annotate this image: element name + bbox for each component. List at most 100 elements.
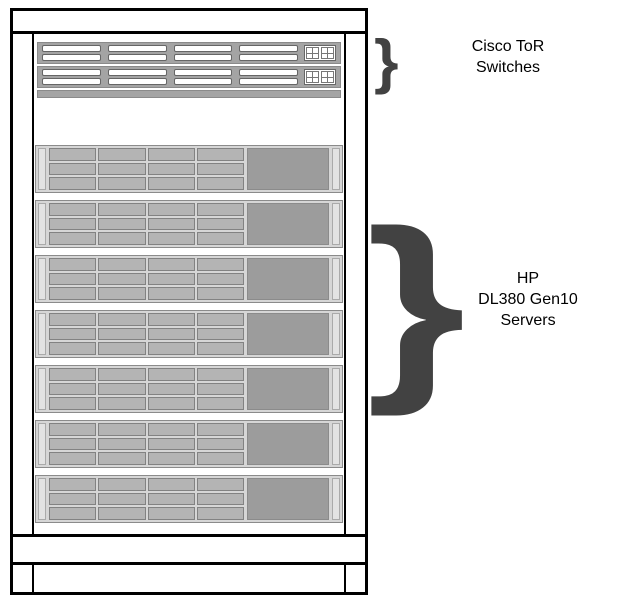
drive-bay-grid bbox=[49, 368, 244, 410]
drive-bay bbox=[196, 217, 244, 231]
switches-label-line1: Cisco ToR bbox=[471, 38, 545, 55]
drive-bay bbox=[147, 452, 195, 465]
switch-port bbox=[173, 69, 233, 76]
drive-bay bbox=[196, 313, 244, 326]
switch-port bbox=[42, 45, 101, 52]
drive-bay bbox=[196, 342, 244, 355]
drive-bay bbox=[49, 437, 97, 451]
drive-bay-grid bbox=[49, 313, 244, 355]
drive-bay bbox=[196, 478, 244, 491]
drive-bay-grid bbox=[49, 258, 244, 300]
rack-base-panel bbox=[13, 562, 365, 565]
server-ear-right bbox=[332, 258, 340, 300]
server-dl380 bbox=[35, 255, 343, 303]
rack-foot-right bbox=[344, 565, 346, 592]
drive-bay bbox=[147, 368, 195, 381]
switch-port bbox=[107, 54, 167, 61]
rack-rail-right bbox=[344, 33, 346, 537]
switch-uplink-ports bbox=[304, 69, 336, 85]
switch-port bbox=[239, 54, 298, 61]
drive-bay bbox=[147, 327, 195, 341]
drive-bay bbox=[147, 507, 195, 520]
drive-bay bbox=[147, 203, 195, 216]
drive-bay bbox=[49, 478, 97, 491]
server-front-panel bbox=[247, 423, 329, 465]
drive-bay bbox=[147, 272, 195, 286]
drive-bay bbox=[147, 492, 195, 506]
switch-stack bbox=[37, 42, 341, 88]
drive-bay bbox=[49, 287, 97, 300]
drive-bay bbox=[147, 313, 195, 326]
uplink-port bbox=[321, 47, 334, 59]
server-front-panel bbox=[247, 478, 329, 520]
tor-switch bbox=[37, 42, 341, 64]
drive-bay bbox=[147, 177, 195, 190]
server-ear-right bbox=[332, 203, 340, 245]
rack-rail-left bbox=[32, 33, 34, 537]
drive-bay bbox=[147, 162, 195, 176]
switch-port bbox=[42, 54, 101, 61]
drive-bay bbox=[49, 507, 97, 520]
drive-bay bbox=[98, 507, 146, 520]
switch-port-grid bbox=[42, 45, 298, 61]
server-ear-right bbox=[332, 313, 340, 355]
servers-label-line1: HP bbox=[516, 270, 540, 287]
switch-port bbox=[107, 78, 167, 85]
switch-uplink-ports bbox=[304, 45, 336, 61]
drive-bay bbox=[98, 148, 146, 161]
server-dl380 bbox=[35, 420, 343, 468]
drive-bay bbox=[147, 423, 195, 436]
drive-bay bbox=[98, 478, 146, 491]
drive-bay bbox=[49, 148, 97, 161]
drive-bay bbox=[98, 327, 146, 341]
drive-bay bbox=[147, 342, 195, 355]
drive-bay bbox=[98, 232, 146, 245]
drive-bay-grid bbox=[49, 423, 244, 465]
drive-bay bbox=[98, 437, 146, 451]
drive-bay bbox=[98, 287, 146, 300]
drive-bay bbox=[196, 287, 244, 300]
rack-top-panel bbox=[13, 31, 365, 34]
drive-bay bbox=[147, 437, 195, 451]
server-front-panel bbox=[247, 368, 329, 410]
drive-bay bbox=[98, 452, 146, 465]
drive-bay bbox=[196, 368, 244, 381]
drive-bay bbox=[98, 492, 146, 506]
switch-port bbox=[239, 78, 298, 85]
drive-bay bbox=[147, 258, 195, 271]
drive-bay bbox=[196, 177, 244, 190]
server-dl380 bbox=[35, 475, 343, 523]
switch-port bbox=[107, 45, 167, 52]
server-ear-left bbox=[38, 258, 46, 300]
drive-bay bbox=[196, 232, 244, 245]
drive-bay bbox=[98, 313, 146, 326]
drive-bay bbox=[196, 203, 244, 216]
drive-bay bbox=[147, 397, 195, 410]
tor-switch bbox=[37, 66, 341, 88]
rack-bottom-panel bbox=[13, 534, 365, 537]
drive-bay bbox=[98, 382, 146, 396]
drive-bay bbox=[49, 258, 97, 271]
drive-bay bbox=[196, 148, 244, 161]
server-ear-right bbox=[332, 478, 340, 520]
drive-bay bbox=[98, 342, 146, 355]
drive-bay bbox=[147, 382, 195, 396]
servers-label: HP DL380 Gen10 Servers bbox=[448, 268, 608, 331]
servers-label-line3: Servers bbox=[500, 312, 556, 329]
server-dl380 bbox=[35, 200, 343, 248]
drive-bay bbox=[196, 272, 244, 286]
uplink-port bbox=[306, 47, 319, 59]
drive-bay bbox=[49, 272, 97, 286]
drive-bay bbox=[98, 203, 146, 216]
server-ear-left bbox=[38, 148, 46, 190]
server-ear-left bbox=[38, 423, 46, 465]
drive-bay bbox=[196, 452, 244, 465]
drive-bay bbox=[196, 162, 244, 176]
drive-bay bbox=[49, 162, 97, 176]
drive-bay bbox=[98, 368, 146, 381]
drive-bay bbox=[98, 272, 146, 286]
server-dl380 bbox=[35, 365, 343, 413]
drive-bay bbox=[49, 397, 97, 410]
drive-bay bbox=[49, 368, 97, 381]
